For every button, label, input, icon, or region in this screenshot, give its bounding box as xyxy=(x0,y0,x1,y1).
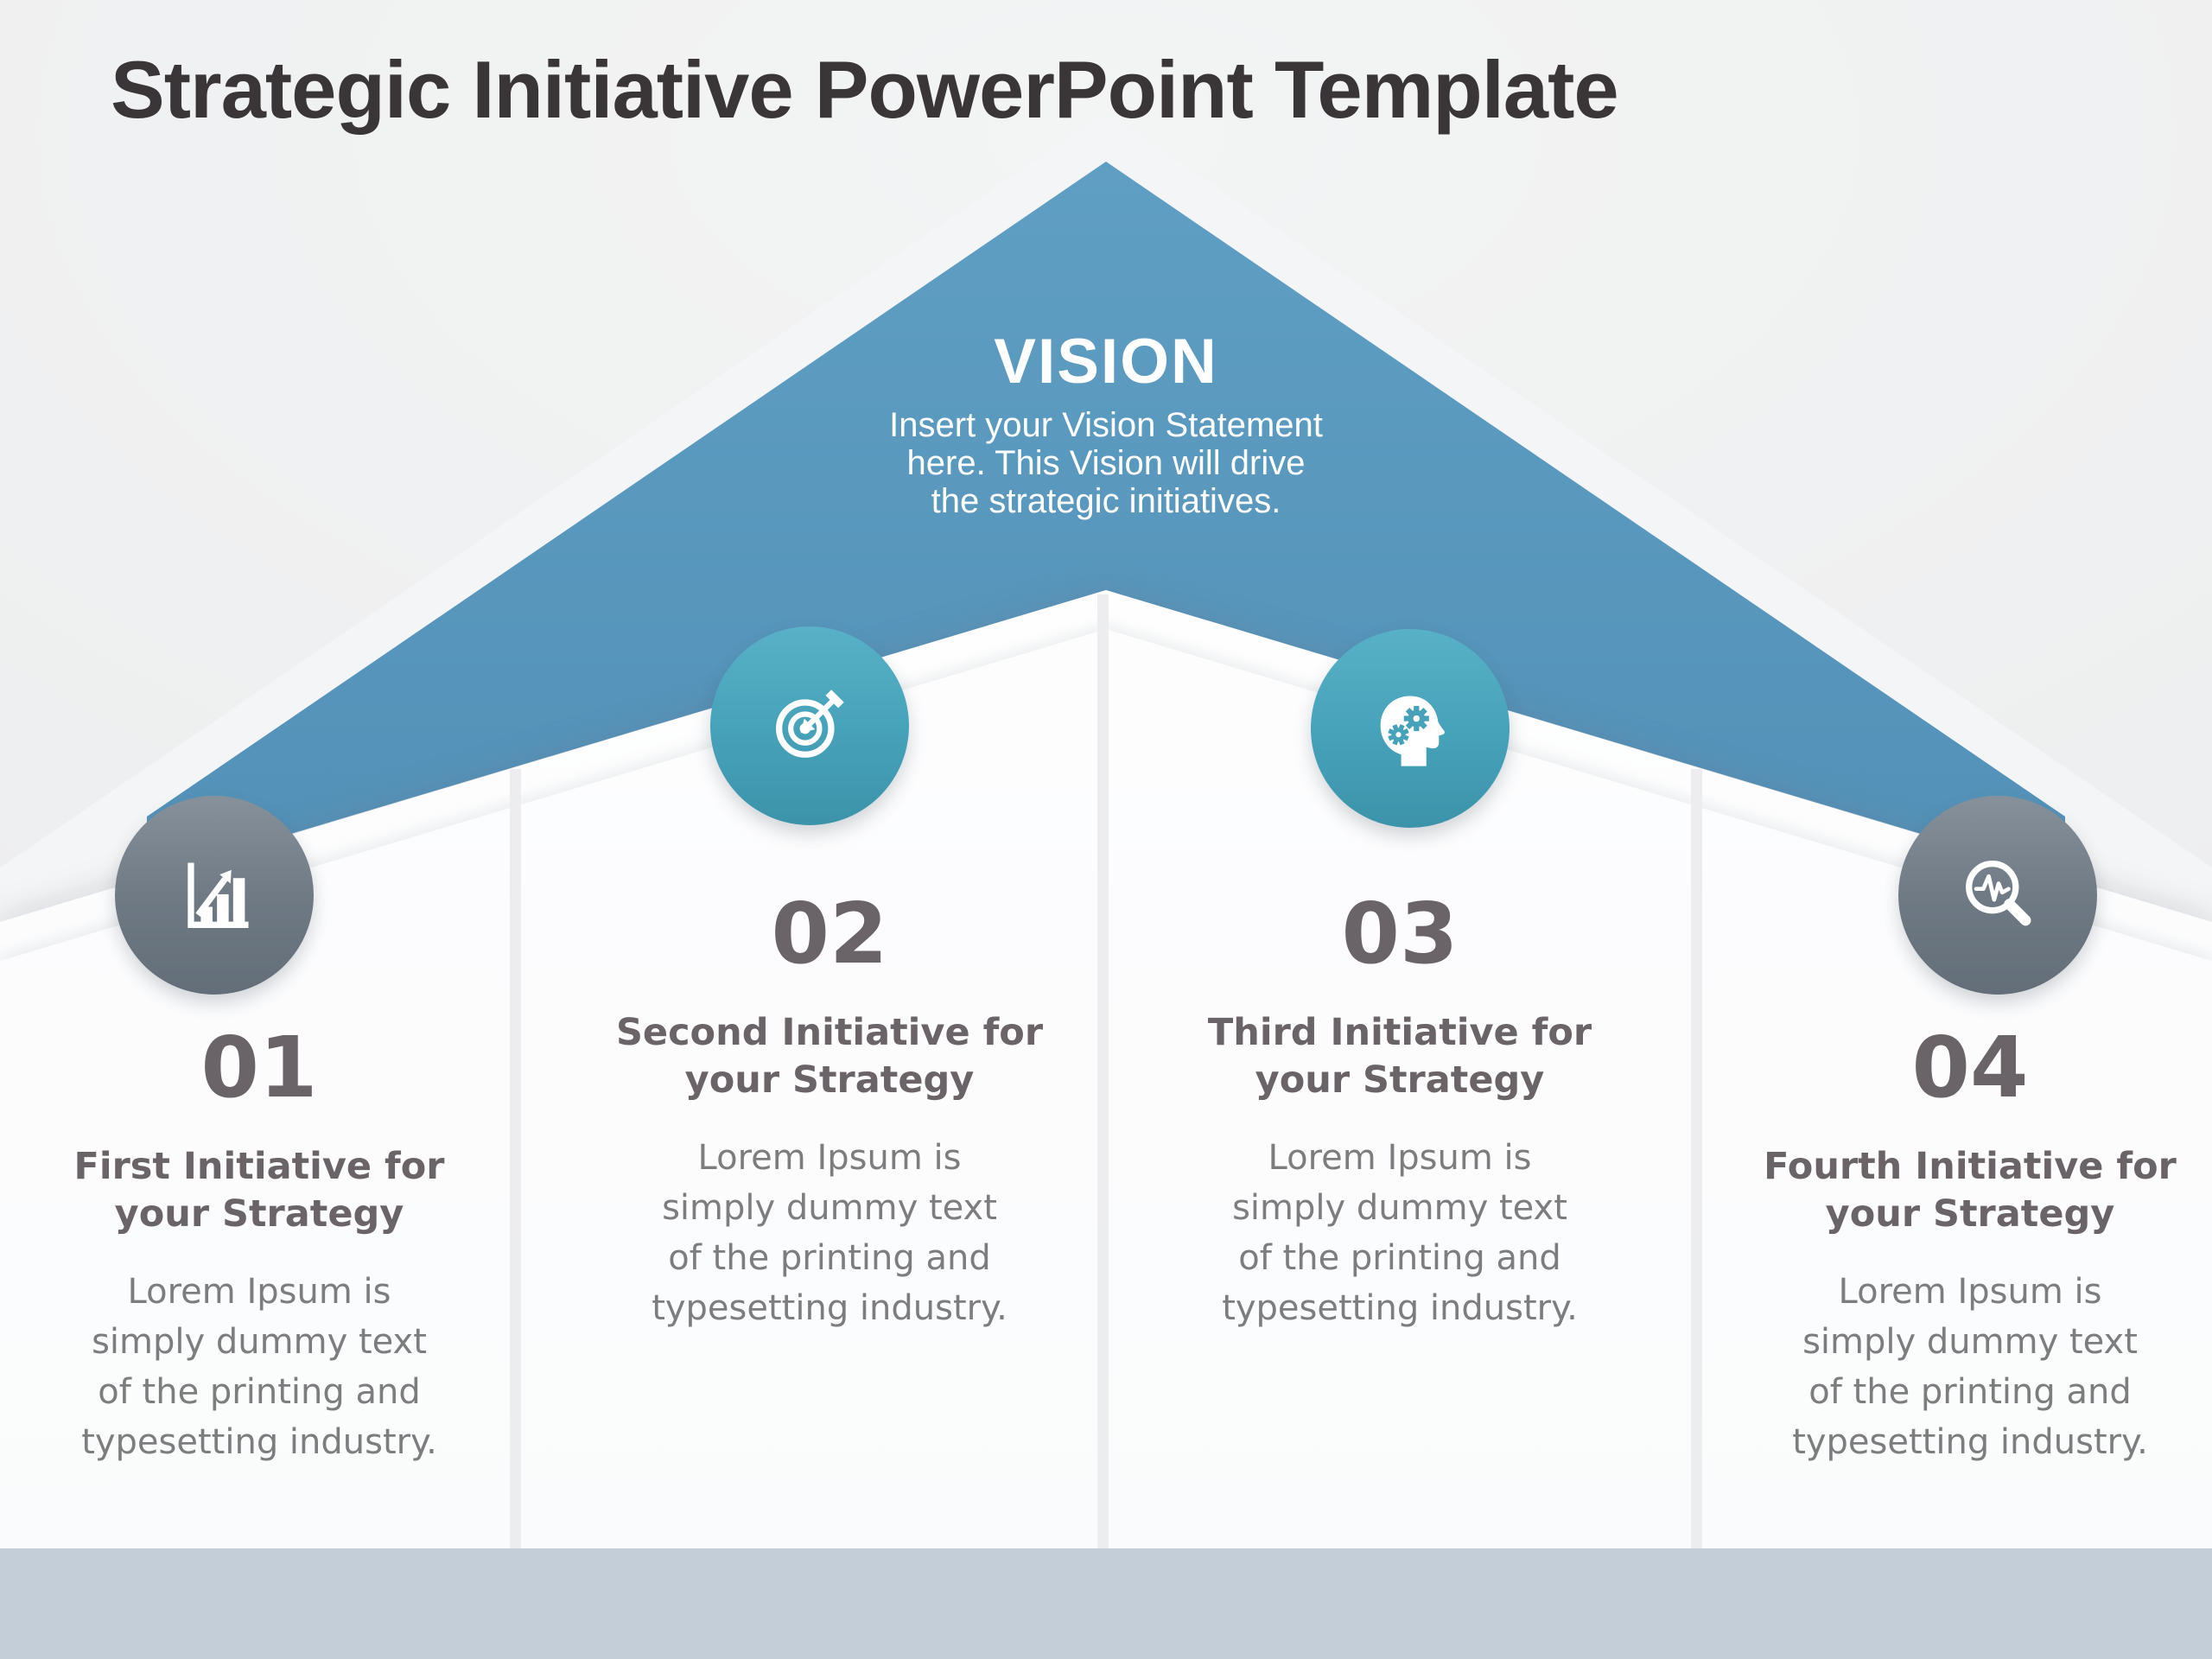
target-arrow-icon xyxy=(776,690,844,758)
initiative-3-number: 03 xyxy=(1341,885,1459,982)
page-title: Strategic Initiative PowerPoint Template xyxy=(111,44,1619,135)
initiative-4-icon-circle xyxy=(1898,796,2097,995)
initiative-4-number: 04 xyxy=(1911,1019,2029,1116)
column-divider-2 xyxy=(1097,594,1109,1548)
magnifier-pulse-icon xyxy=(1966,860,2031,926)
footer-bar xyxy=(0,1548,2212,1659)
head-gears-icon xyxy=(1380,696,1445,766)
column-divider-1 xyxy=(510,769,521,1548)
initiative-1-icon-circle xyxy=(115,796,314,995)
initiative-3-icon-circle xyxy=(1311,629,1510,828)
initiative-1-number: 01 xyxy=(200,1019,318,1116)
growth-chart-icon xyxy=(188,862,249,928)
column-divider-3 xyxy=(1691,769,1702,1548)
vision-title: VISION xyxy=(994,327,1218,397)
initiative-2-number: 02 xyxy=(771,885,888,982)
initiative-2-icon-circle xyxy=(710,626,909,825)
